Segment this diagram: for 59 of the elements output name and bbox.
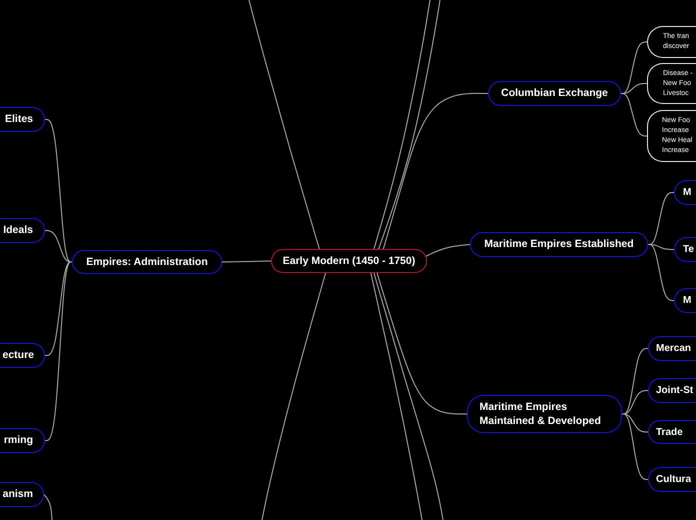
topic-node bbox=[0, 482, 44, 507]
topic-label: Early Modern (1450 - 1750) bbox=[282, 254, 416, 268]
topic-label: Te bbox=[683, 243, 694, 256]
topic-label: Trade bbox=[656, 426, 683, 438]
topic-node bbox=[488, 81, 621, 106]
topic-node bbox=[648, 420, 696, 444]
connector-line bbox=[648, 244, 674, 250]
topic-node bbox=[72, 250, 222, 274]
topic-label: Elites bbox=[4, 113, 33, 126]
topic-label: Maritime Empires Established bbox=[484, 238, 634, 251]
connector-line bbox=[248, 0, 320, 250]
topic-label: M bbox=[683, 186, 692, 199]
connector-line bbox=[262, 272, 326, 520]
topic-label: Maritime Empires Maintained & Developed bbox=[480, 400, 602, 428]
note-node bbox=[647, 63, 696, 104]
connector-line bbox=[373, 0, 430, 250]
topic-label: Empires: Administration bbox=[86, 256, 208, 268]
topic-node bbox=[467, 395, 622, 433]
connector-line bbox=[376, 272, 468, 414]
topic-label: anism bbox=[2, 488, 33, 501]
connector-line bbox=[426, 244, 470, 257]
topic-node bbox=[0, 218, 45, 243]
connector-line bbox=[622, 414, 648, 480]
connector-line bbox=[622, 348, 648, 414]
connector-line bbox=[44, 230, 72, 262]
topic-node bbox=[674, 180, 696, 205]
topic-label: rming bbox=[4, 434, 33, 447]
connector-line bbox=[44, 494, 52, 520]
topic-node bbox=[648, 336, 696, 361]
note-node bbox=[647, 26, 696, 58]
topic-node bbox=[648, 467, 696, 492]
connector-line bbox=[648, 244, 674, 301]
topic-node bbox=[674, 237, 696, 262]
topic-node bbox=[470, 232, 648, 257]
connector-line bbox=[620, 42, 648, 94]
topic-label: ecture bbox=[2, 349, 34, 362]
connector-line bbox=[370, 272, 422, 520]
connector-line bbox=[44, 119, 72, 262]
topic-label: Cultura bbox=[656, 473, 691, 486]
topic-label: Mercan bbox=[656, 342, 692, 355]
note-node bbox=[647, 110, 696, 162]
topic-node bbox=[0, 428, 45, 453]
topic-node bbox=[648, 378, 696, 403]
connector-line bbox=[622, 414, 648, 432]
connector-line bbox=[378, 0, 440, 250]
topic-node bbox=[0, 343, 45, 368]
connector-line bbox=[373, 272, 444, 520]
topic-label: Columbian Exchange bbox=[501, 87, 608, 100]
topic-label: M bbox=[683, 294, 692, 307]
topic-label: Ideals bbox=[3, 224, 33, 237]
topic-node bbox=[0, 107, 45, 132]
connector-line bbox=[648, 192, 674, 245]
central-topic bbox=[271, 249, 427, 273]
connector-line bbox=[382, 92, 488, 250]
connector-line bbox=[222, 260, 272, 262]
topic-node bbox=[674, 288, 696, 313]
topic-label: Joint-St bbox=[656, 384, 694, 397]
connector-line bbox=[44, 262, 72, 441]
connector-line bbox=[620, 93, 648, 136]
